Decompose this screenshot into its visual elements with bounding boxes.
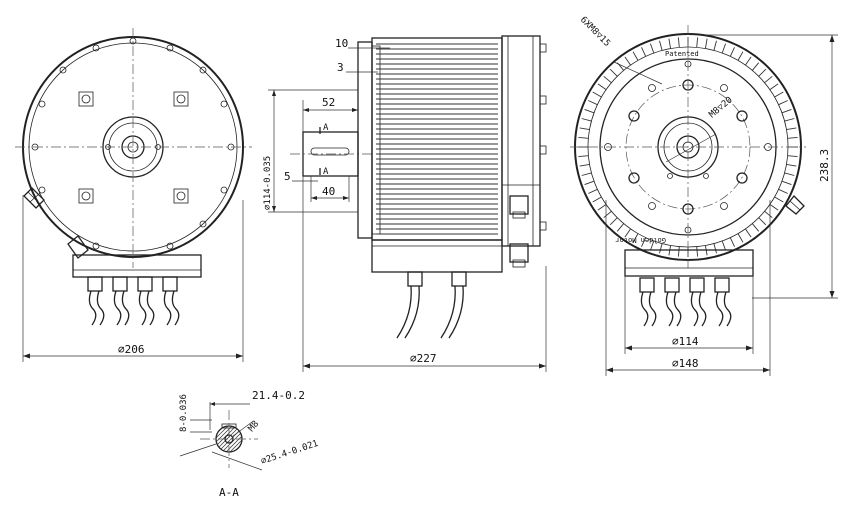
section-title: A-A — [219, 486, 239, 499]
dim-114: ⌀114 — [624, 276, 754, 354]
dim-m8-label: M8 — [247, 419, 262, 434]
glands-rear — [509, 195, 529, 268]
terminal-box-side — [371, 239, 503, 339]
right-front-view: Patented Golden Motor 6XM8▽15 — [570, 15, 838, 376]
label-5: 5 — [284, 170, 291, 183]
dim-25-label: ⌀25.4-0.021 — [260, 439, 320, 467]
dim-52: 52 — [302, 96, 358, 132]
callout-center: M8▽20 — [665, 95, 735, 163]
housing-teeth — [578, 37, 798, 257]
dim-52-label: 52 — [322, 96, 335, 109]
section-mark-top: A — [323, 123, 329, 133]
rear-cap — [501, 35, 547, 247]
section-mark-bottom: A — [323, 167, 329, 177]
dim-114-label: ⌀114 — [672, 335, 699, 348]
dim-114-flange: ⌀114-0.035 — [263, 89, 358, 213]
ring-text-bottom: Golden Motor — [615, 236, 666, 244]
terminal-box-left — [72, 254, 202, 278]
part-labels: 10 3 5 — [284, 37, 390, 183]
dim-238: 238.3 — [700, 34, 838, 299]
terminal-box-right — [624, 249, 754, 327]
dim-227-label: ⌀227 — [410, 352, 437, 365]
side-view: 10 3 5 A A 52 40 — [263, 35, 547, 372]
callout-holes-label: 6XM8▽15 — [578, 15, 612, 49]
cable-gland-right — [785, 195, 805, 215]
cables-left — [87, 276, 180, 326]
shaft — [290, 131, 372, 177]
dim-114-flange-label: ⌀114-0.035 — [263, 156, 273, 210]
section-marks: A A — [319, 123, 329, 177]
dim-206-label: ⌀206 — [118, 343, 145, 356]
cable-gland-left — [23, 187, 45, 209]
dim-238-label: 238.3 — [818, 149, 831, 182]
mounting-bosses — [78, 91, 189, 204]
section-a-a: 21.4-0.2 8-0.036 M8 ⌀25.4-0.021 A-A — [179, 389, 320, 499]
cooling-fins — [376, 43, 498, 235]
callout-center-label: M8▽20 — [708, 95, 735, 120]
dim-21-label: 21.4-0.2 — [252, 389, 305, 402]
dim-40-label: 40 — [322, 185, 335, 198]
label-3: 3 — [337, 61, 344, 74]
dim-148-label: ⌀148 — [672, 357, 699, 370]
dim-8-label: 8-0.036 — [179, 394, 189, 432]
dim-227: ⌀227 — [302, 176, 547, 372]
left-end-view: ⌀206 — [15, 28, 252, 362]
dim-206: ⌀206 — [22, 195, 244, 362]
dim-148: ⌀148 — [605, 200, 771, 376]
dim-40: 40 — [310, 176, 350, 202]
label-10: 10 — [335, 37, 348, 50]
ring-text-top: Patented — [665, 50, 699, 58]
